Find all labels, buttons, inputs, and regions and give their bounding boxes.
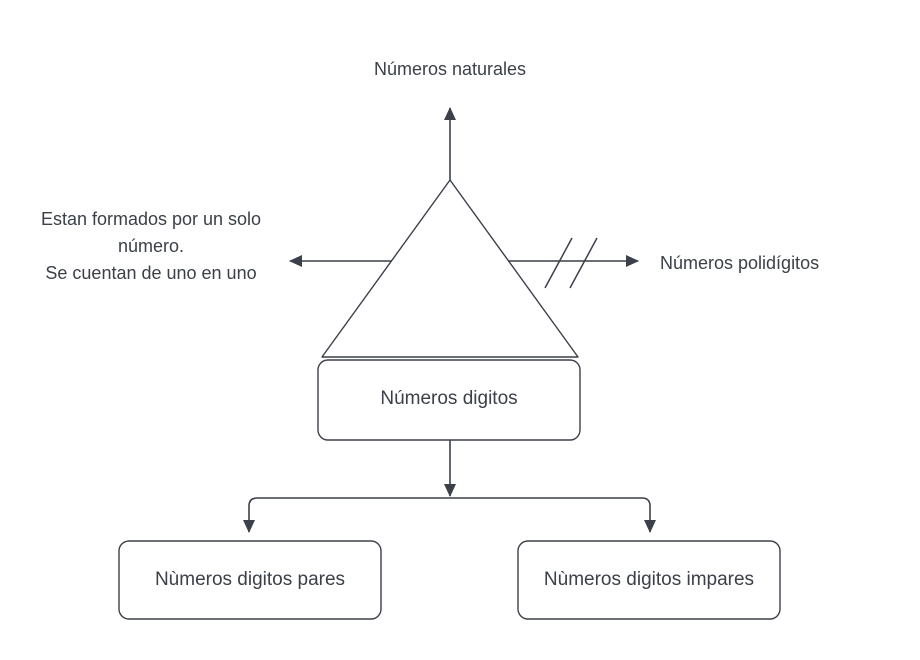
node-box-numeros-digitos-impares[interactable] (517, 540, 781, 620)
hatch-mark-1 (544, 237, 573, 289)
connector-split-to-pares (243, 497, 450, 533)
triangle-shape (321, 179, 579, 358)
node-box-numeros-digitos-pares[interactable] (118, 540, 382, 620)
connector-split-to-impares (450, 497, 656, 533)
hatch-mark-2 (569, 237, 598, 289)
label-numeros-naturales: Números naturales (373, 59, 527, 79)
label-node-numeros-digitos-pares: Nùmeros digitos pares (154, 569, 346, 590)
label-node-numeros-digitos-impares: Nùmeros digitos impares (543, 569, 755, 590)
label-left-note: Estan formados por un solo número. Se cu… (40, 209, 262, 283)
label-node-numeros-digitos: Números digitos (380, 388, 518, 409)
node-box-numeros-digitos[interactable] (317, 359, 581, 441)
label-numeros-polidigitos: Números polidígitos (660, 253, 820, 273)
